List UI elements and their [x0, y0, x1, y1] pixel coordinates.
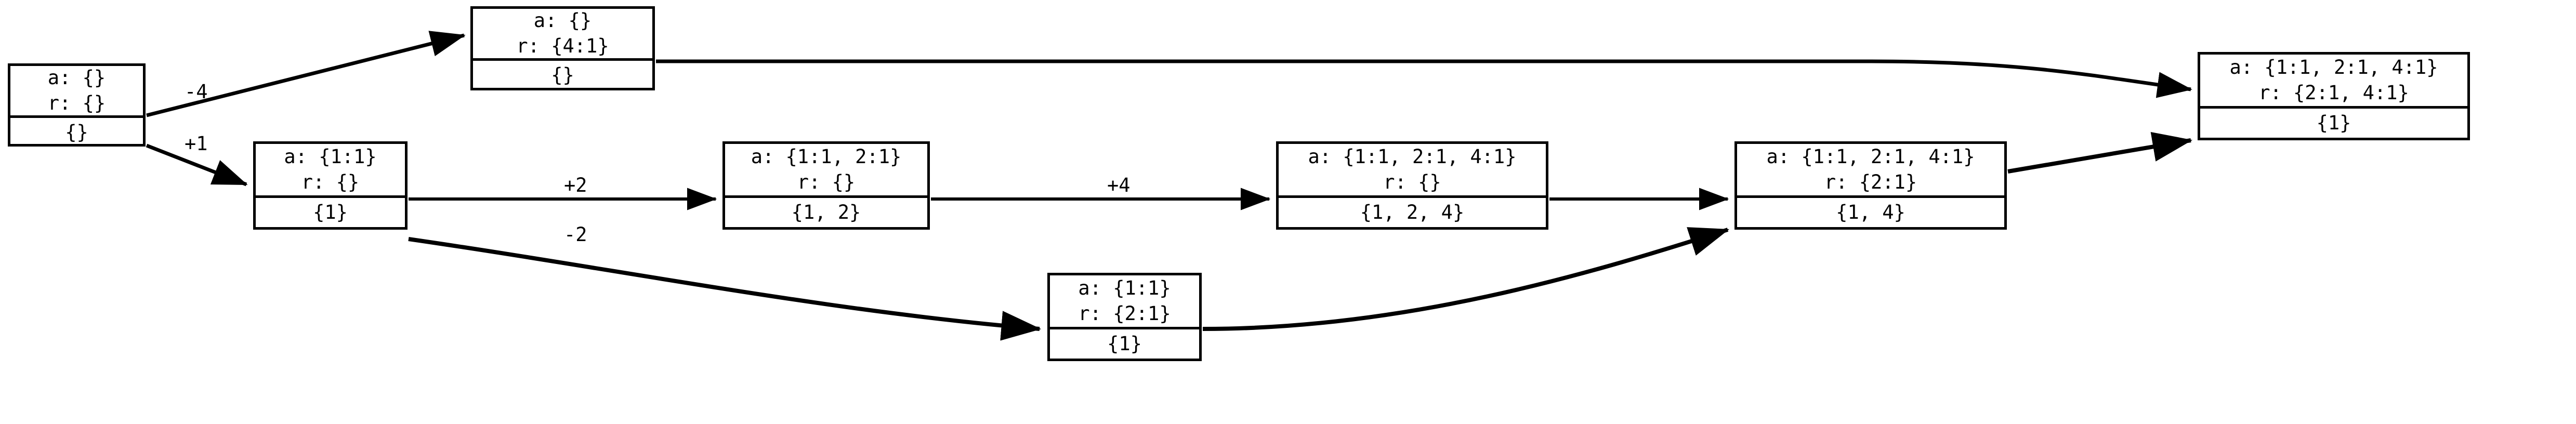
node-final-accept-line: a: {1:1, 2:1, 4:1}	[2229, 56, 2438, 79]
node-initial-set: {}	[10, 118, 143, 147]
node-branch-reject-2-reject-line: r: {2:1}	[1078, 302, 1171, 325]
edge-label-plus-1: +1	[185, 132, 208, 155]
node-reject-2-reject-line: r: {2:1}	[1824, 170, 1917, 193]
node-accept-1-2-4-header: a: {1:1, 2:1, 4:1} r: {}	[1279, 144, 1546, 198]
edge-label-minus-4: -4	[185, 81, 208, 103]
node-accept-1-2-4-reject-line: r: {}	[1383, 170, 1441, 193]
node-accept-1-2-4-set-line: {1, 2, 4}	[1360, 201, 1465, 223]
node-final-reject-line: r: {2:1, 4:1}	[2258, 81, 2409, 104]
node-final-set-line: {1}	[2316, 112, 2351, 134]
node-accept-1-2-reject-line: r: {}	[797, 170, 856, 193]
node-reject-4-accept-line: a: {}	[533, 9, 592, 32]
node-reject-2-set-line: {1, 4}	[1836, 201, 1905, 223]
node-accept-1-reject-line: r: {}	[301, 170, 360, 193]
node-reject-2-accept-line: a: {1:1, 2:1, 4:1}	[1766, 145, 1975, 168]
node-reject-4-set: {}	[473, 61, 652, 90]
node-final-set: {1}	[2200, 109, 2467, 138]
node-accept-1[interactable]: a: {1:1} r: {} {1}	[253, 141, 408, 230]
edge-path-initial-to-reject4	[146, 31, 466, 117]
node-accept-1-2-4-set: {1, 2, 4}	[1279, 198, 1546, 227]
node-accept-1-accept-line: a: {1:1}	[284, 145, 377, 168]
node-final[interactable]: a: {1:1, 2:1, 4:1} r: {2:1, 4:1} {1}	[2198, 52, 2470, 140]
node-accept-1-2-4[interactable]: a: {1:1, 2:1, 4:1} r: {} {1, 2, 4}	[1276, 141, 1548, 230]
edge-label-plus-4: +4	[1107, 174, 1131, 196]
node-accept-1-header: a: {1:1} r: {}	[256, 144, 405, 198]
edge-label-plus-2: +2	[564, 174, 587, 196]
node-accept-1-2-set: {1, 2}	[725, 198, 927, 227]
node-accept-1-2-set-line: {1, 2}	[791, 201, 861, 223]
node-initial-reject-line: r: {}	[47, 91, 106, 114]
node-reject-4-set-line: {}	[551, 64, 574, 86]
node-initial-set-line: {}	[65, 121, 88, 143]
node-accept-1-2-header: a: {1:1, 2:1} r: {}	[725, 144, 927, 198]
node-accept-1-2-4-accept-line: a: {1:1, 2:1, 4:1}	[1308, 145, 1517, 168]
node-branch-reject-2[interactable]: a: {1:1} r: {2:1} {1}	[1047, 273, 1202, 361]
node-reject-4-reject-line: r: {4:1}	[516, 34, 609, 57]
edge-path-branch-to-reject2	[1202, 227, 1730, 331]
node-reject-2-header: a: {1:1, 2:1, 4:1} r: {2:1}	[1737, 144, 2004, 198]
node-initial-header: a: {} r: {}	[10, 66, 143, 118]
node-initial-accept-line: a: {}	[47, 67, 106, 89]
edge-path-initial-to-accept1	[146, 143, 248, 187]
node-accept-1-set: {1}	[256, 198, 405, 227]
node-accept-1-2[interactable]: a: {1:1, 2:1} r: {} {1, 2}	[722, 141, 930, 230]
node-reject-2[interactable]: a: {1:1, 2:1, 4:1} r: {2:1} {1, 4}	[1734, 141, 2007, 230]
edge-label-minus-2: -2	[564, 223, 587, 246]
node-branch-reject-2-set: {1}	[1050, 329, 1199, 359]
edge-path-reject4-to-final	[656, 59, 2192, 98]
edge-path-accept1-to-branch	[408, 237, 1042, 341]
node-branch-reject-2-accept-line: a: {1:1}	[1078, 277, 1171, 300]
node-final-header: a: {1:1, 2:1, 4:1} r: {2:1, 4:1}	[2200, 55, 2467, 109]
edge-path-reject2-to-final	[2007, 131, 2193, 174]
node-reject-4-header: a: {} r: {4:1}	[473, 9, 652, 61]
node-branch-reject-2-set-line: {1}	[1107, 333, 1142, 355]
node-accept-1-set-line: {1}	[313, 201, 348, 223]
node-initial[interactable]: a: {} r: {} {}	[8, 63, 146, 147]
node-reject-4[interactable]: a: {} r: {4:1} {}	[470, 6, 655, 90]
node-branch-reject-2-header: a: {1:1} r: {2:1}	[1050, 275, 1199, 329]
node-accept-1-2-accept-line: a: {1:1, 2:1}	[751, 145, 902, 168]
node-reject-2-set: {1, 4}	[1737, 198, 2004, 227]
